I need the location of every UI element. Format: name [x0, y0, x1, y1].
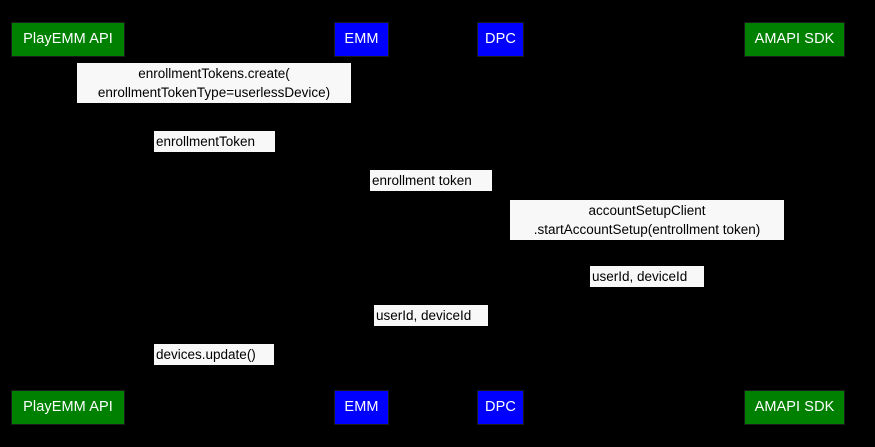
participant-label: PlayEMM API	[23, 31, 113, 48]
msg-userid-deviceid-to-emm: userId, deviceId	[374, 305, 488, 326]
participant-label: EMM	[344, 399, 379, 416]
participant-emm-bottom[interactable]: EMM	[334, 390, 389, 425]
msg-enrollment-token-to-dpc: enrollment token	[370, 170, 492, 191]
lifeline-playemm-api	[68, 57, 69, 390]
participant-label: AMAPI SDK	[754, 399, 835, 416]
message-line: userId, deviceId	[592, 269, 688, 284]
participant-label: DPC	[485, 31, 516, 48]
participant-amapi-sdk-bottom[interactable]: AMAPI SDK	[744, 390, 845, 425]
message-line: enrollment token	[372, 173, 472, 188]
message-line: enrollmentTokens.create(	[138, 66, 290, 81]
message-line: accountSetupClient	[588, 203, 706, 218]
participant-label: DPC	[485, 399, 516, 416]
msg-devices-update: devices.update()	[154, 344, 274, 365]
message-line: enrollmentToken	[156, 134, 256, 149]
participant-label: PlayEMM API	[23, 399, 113, 416]
lifeline-dpc	[501, 57, 502, 390]
message-line: .startAccountSetup(entrollment token)	[533, 222, 761, 237]
participant-dpc-top[interactable]: DPC	[477, 22, 524, 57]
lifeline-amapi-sdk	[795, 57, 796, 390]
message-line: userId, deviceId	[376, 308, 472, 323]
participant-emm-top[interactable]: EMM	[334, 22, 389, 57]
participant-playemm-api-bottom[interactable]: PlayEMM API	[11, 390, 125, 425]
message-line: devices.update()	[156, 347, 256, 362]
message-line: enrollmentTokenType=userlessDevice)	[97, 85, 331, 100]
participant-playemm-api-top[interactable]: PlayEMM API	[11, 22, 125, 57]
msg-start-account-setup: accountSetupClient .startAccountSetup(ent…	[510, 200, 784, 240]
lifeline-emm	[362, 57, 363, 390]
msg-enrollment-token-response: enrollmentToken	[154, 131, 275, 152]
participant-amapi-sdk-top[interactable]: AMAPI SDK	[744, 22, 845, 57]
participant-dpc-bottom[interactable]: DPC	[477, 390, 524, 425]
participant-label: AMAPI SDK	[754, 31, 835, 48]
msg-userid-deviceid-to-dpc: userId, deviceId	[590, 266, 704, 287]
msg-enrollment-tokens-create: enrollmentTokens.create( enrollmentTokenT…	[77, 63, 351, 103]
participant-label: EMM	[344, 31, 379, 48]
